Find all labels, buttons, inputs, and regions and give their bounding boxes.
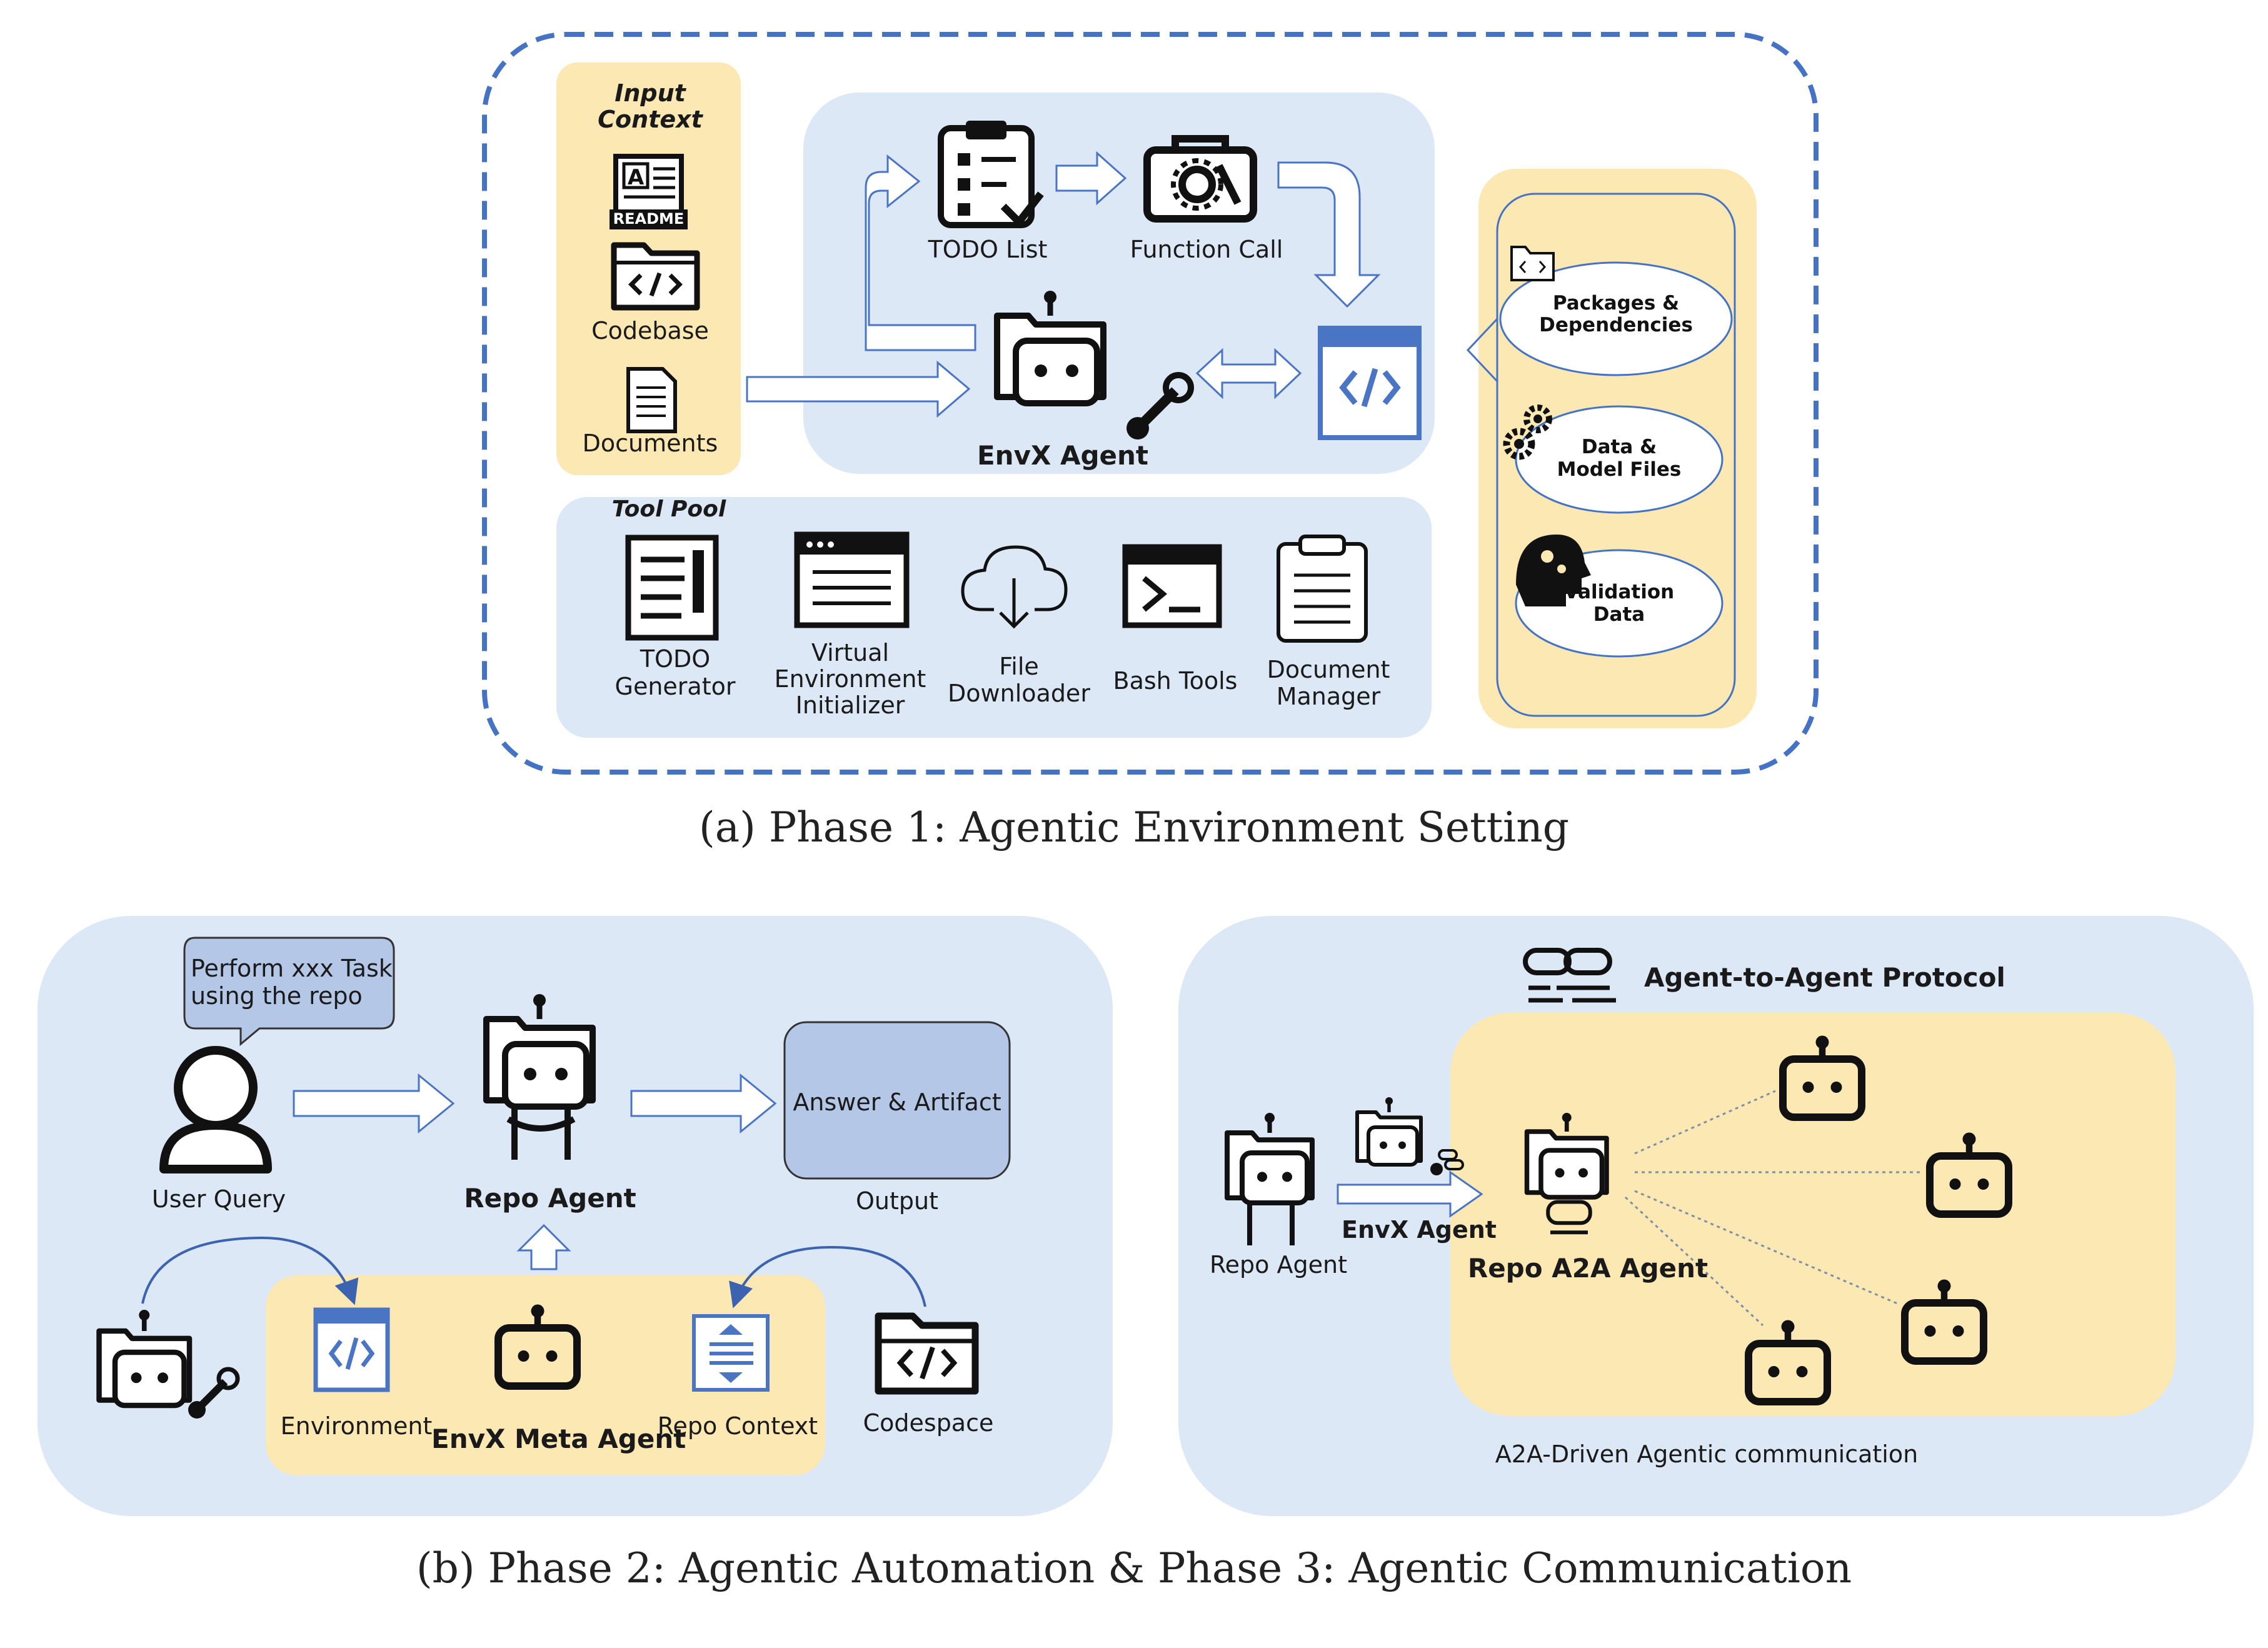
phase2-env-panel <box>266 1275 825 1475</box>
function-to-code-arrow <box>1277 161 1381 308</box>
output-label: Output <box>856 1187 938 1215</box>
outputs-bracket <box>1466 318 1498 383</box>
wrench-small-icon <box>188 1367 240 1419</box>
document-icon <box>626 367 677 433</box>
todo-generator-icon <box>625 535 719 641</box>
data-model-ellipse <box>1515 405 1724 514</box>
speech-bubble <box>183 937 395 1047</box>
codespace-to-context-curve <box>729 1245 926 1309</box>
validation-label-1: Validation <box>1563 581 1675 603</box>
envx-to-environment-curve <box>141 1236 359 1305</box>
file-downloader-label-1: File <box>999 653 1039 680</box>
packages-label-1: Packages & <box>1552 292 1680 314</box>
readme-icon: A <box>610 154 688 229</box>
codebase-label: Codebase <box>591 317 709 344</box>
function-call-label: Function Call <box>1130 236 1283 263</box>
readme-tag: README <box>613 210 685 228</box>
repo-agent-icon <box>486 994 593 1160</box>
todo-list-icon <box>938 121 1044 228</box>
codebase-folder-icon <box>611 242 700 311</box>
phase3-inner-panel <box>1450 1013 2175 1416</box>
envx-meta-agent-label: EnvX Meta Agent <box>431 1424 686 1454</box>
user-icon <box>159 1046 272 1173</box>
packages-label-2: Dependencies <box>1539 314 1693 336</box>
user-to-repo-arrow <box>293 1073 455 1134</box>
envx-to-a2a-arrow <box>1337 1170 1483 1218</box>
phase1-caption: (a) Phase 1: Agentic Environment Setting <box>699 803 1569 852</box>
repo-context-label: Repo Context <box>657 1412 818 1440</box>
codespace-label: Codespace <box>863 1409 994 1437</box>
validation-label-2: Data <box>1593 603 1645 626</box>
user-query-label: User Query <box>151 1185 286 1213</box>
phase3-repo-agent-label: Repo Agent <box>1209 1251 1347 1279</box>
envx-agent-label: EnvX Agent <box>976 440 1148 471</box>
phase3-repo-agent-icon <box>1227 1113 1312 1246</box>
speech-line-1: Perform xxx Task <box>191 955 393 982</box>
repo-a2a-agent-label: Repo A2A Agent <box>1467 1253 1709 1284</box>
todo-list-label: TODO List <box>928 236 1048 263</box>
file-downloader-label-2: Downloader <box>948 680 1090 707</box>
environment-icon <box>313 1307 390 1392</box>
svg-text:A: A <box>628 165 645 190</box>
code-window-icon <box>1318 326 1422 440</box>
repo-context-icon <box>692 1314 770 1392</box>
todo-generator-label-2: Generator <box>615 673 736 700</box>
file-downloader-icon <box>961 545 1068 629</box>
documents-label: Documents <box>582 430 718 457</box>
tool-pool-title: Tool Pool <box>611 496 726 522</box>
bash-tools-label: Bash Tools <box>1113 667 1238 695</box>
env-to-repo-up-arrow <box>516 1223 571 1270</box>
function-call-icon <box>1143 135 1257 223</box>
phase23-caption: (b) Phase 2: Agentic Automation & Phase … <box>416 1544 1852 1592</box>
phase3-envx-agent-label: EnvX Agent <box>1342 1216 1497 1244</box>
todo-to-function-arrow <box>1055 151 1127 206</box>
repo-agent-label: Repo Agent <box>464 1183 636 1213</box>
code-folder-small-icon <box>1510 246 1555 281</box>
venv-label-2: Environment <box>774 665 926 693</box>
connector-1 <box>1634 1090 1776 1155</box>
venv-label-1: Virtual <box>811 639 890 666</box>
a2a-footer-label: A2A-Driven Agentic communication <box>1495 1440 1919 1468</box>
repo-a2a-agent-icon <box>1527 1113 1607 1235</box>
data-model-label-1: Data & <box>1581 436 1657 458</box>
outputs-inner-panel <box>1496 193 1736 717</box>
brain-head-icon <box>1516 535 1591 606</box>
data-model-label-2: Model Files <box>1557 458 1682 481</box>
speech-line-2: using the repo <box>191 982 363 1010</box>
bash-tools-icon <box>1122 544 1222 628</box>
gears-icon <box>1503 404 1552 460</box>
loop-up-arrow <box>865 154 976 351</box>
packages-ellipse <box>1499 261 1733 376</box>
input-to-agent-arrow <box>746 360 971 418</box>
phase3-link-icon <box>1430 1149 1464 1175</box>
repo-to-output-arrow <box>630 1073 777 1134</box>
venv-label-3: Initializer <box>795 691 905 719</box>
phase1-dashed-border <box>482 32 1819 775</box>
todo-generator-label-1: TODO <box>640 645 711 673</box>
input-context-title-1: Input <box>615 79 686 107</box>
document-manager-label-1: Document <box>1267 656 1390 683</box>
answer-artifact-box <box>783 1021 1011 1180</box>
codespace-folder-icon <box>875 1312 979 1395</box>
document-manager-label-2: Manager <box>1276 683 1381 710</box>
wrench-icon <box>1126 372 1194 440</box>
protocol-title: Agent-to-Agent Protocol <box>1644 962 2005 993</box>
document-manager-icon <box>1277 535 1368 643</box>
agent-code-double-arrow <box>1195 348 1302 399</box>
venv-initializer-icon <box>794 531 910 628</box>
input-context-title-2: Context <box>598 106 703 133</box>
environment-label: Environment <box>280 1412 433 1440</box>
a2a-protocol-icon <box>1523 948 1616 1003</box>
answer-artifact-label: Answer & Artifact <box>793 1088 1001 1116</box>
